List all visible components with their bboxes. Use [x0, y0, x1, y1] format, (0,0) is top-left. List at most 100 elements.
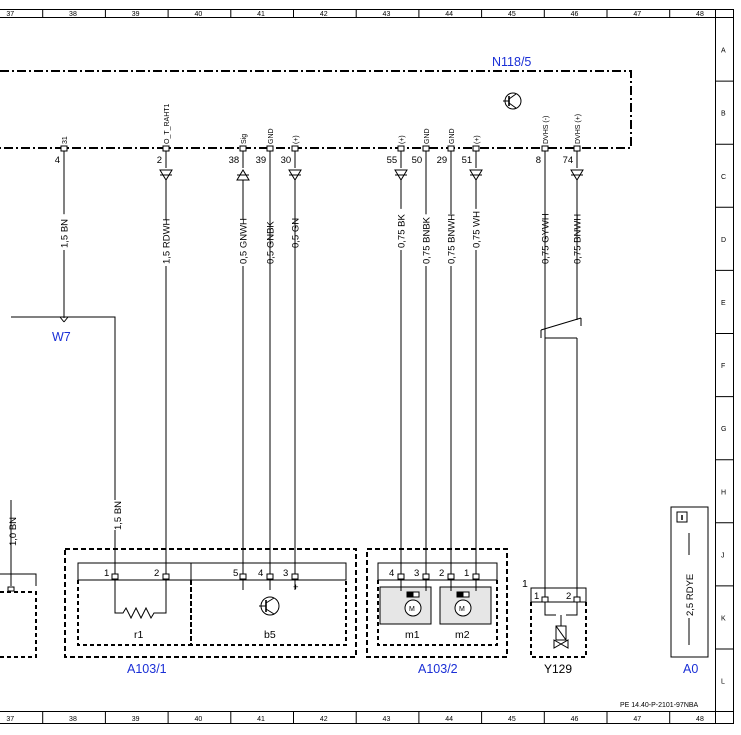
pin-terminal	[397, 145, 405, 152]
pin-number: 51	[462, 155, 473, 166]
row-label: E	[721, 300, 726, 307]
pin-number: 38	[229, 155, 240, 166]
pin-2: 2 O_T_RAHT1 1,5 RDWH	[157, 103, 173, 574]
a103-2-pin1-label: 1	[464, 568, 469, 579]
r1-label: r1	[134, 629, 143, 641]
row-label: L	[721, 679, 725, 686]
pin-terminal	[291, 145, 299, 152]
wire-label: 0,75 BNWH	[573, 214, 584, 264]
pin-signal-label: GND	[268, 128, 275, 144]
pin-number: 30	[281, 155, 292, 166]
wire-label-bg	[161, 219, 171, 266]
y129-pin2-label: 2	[566, 591, 571, 602]
pin-number: 8	[536, 155, 541, 166]
module-label-n118-5: N118/5	[492, 55, 531, 69]
a103-1-pin-4	[266, 573, 274, 580]
a103-2-module	[366, 548, 508, 658]
y129-ref-label: 1	[522, 578, 528, 590]
row-label: G	[721, 426, 726, 433]
wire-label: 1,5 BN	[60, 219, 71, 248]
pin-signal-label: DVHS (+)	[575, 114, 582, 144]
pin-number: 2	[157, 155, 162, 166]
wire-label-bg	[471, 208, 481, 250]
a0-wire-label: 2,5 RDYE	[685, 574, 696, 616]
y129-pin1-label: 1	[534, 591, 539, 602]
y129-pin-1	[541, 596, 549, 603]
wire-label: 1,5 RDWH	[162, 218, 173, 264]
module-label-a103-1: A103/1	[127, 662, 167, 676]
pin-signal-label: Sig	[241, 134, 248, 144]
wire-label: 0,75 BNWH	[447, 214, 458, 264]
a103-1-pin-3	[291, 573, 299, 580]
a103-2-pin-4	[397, 573, 405, 580]
transistor-symbol-n118	[503, 92, 522, 110]
pin-signal-label: (+)	[293, 135, 300, 144]
w7-label: W7	[52, 330, 71, 344]
connector-symbol	[394, 169, 408, 181]
row-label: K	[721, 615, 726, 622]
column-label-bottom: 46	[571, 716, 579, 723]
a103-2-pin-3	[422, 573, 430, 580]
module-label-a103-2: A103/2	[418, 662, 458, 676]
column-label-bottom: 38	[69, 716, 77, 723]
wire-label: 0,75 WH	[472, 211, 483, 248]
column-label-bottom: 41	[257, 716, 265, 723]
left-partial-component	[0, 573, 37, 658]
wire-label-left-partial: 1,0 BN	[8, 517, 19, 546]
svg-text:M: M	[409, 606, 415, 613]
pin-55: 55(+)0,75 BK	[387, 135, 408, 574]
connector-symbol	[159, 169, 173, 181]
column-label-top: 46	[571, 11, 579, 18]
wire-label-bg	[238, 219, 248, 266]
column-label-bottom: 48	[696, 716, 704, 723]
a103-1-pin-1	[111, 573, 119, 580]
pin-signal-label: 31	[62, 136, 69, 144]
column-label-bottom: 40	[194, 716, 202, 723]
a103-1-pin5-label: 5	[233, 568, 238, 579]
pin-number: 55	[387, 155, 398, 166]
row-label: C	[721, 174, 726, 181]
connector-symbol	[288, 169, 302, 181]
b5-sensor	[242, 180, 296, 616]
pin-terminal	[573, 145, 581, 152]
row-label: B	[721, 111, 726, 118]
pin-signal-label: O_T_RAHT1	[164, 103, 171, 144]
a103-1-pin3-sign: +	[293, 582, 299, 593]
pin-number: 50	[412, 155, 423, 166]
wire-label: 0,75 GYWH	[541, 213, 552, 264]
b5-label: b5	[264, 629, 276, 641]
connector-symbol	[570, 169, 584, 181]
m2-motor: M	[450, 580, 477, 617]
column-label-top: 42	[320, 11, 328, 18]
a103-1-pin3-label: 3	[283, 568, 288, 579]
a0-ground-strap	[670, 506, 709, 658]
column-label-top: 40	[194, 11, 202, 18]
a103-1-pin-5	[239, 573, 247, 580]
column-label-bottom: 45	[508, 716, 516, 723]
pin-51: 51(+)0,75 WH	[462, 135, 483, 574]
a103-1-pin1-label: 1	[104, 568, 109, 579]
a103-2-pin3-label: 3	[414, 568, 419, 579]
w7-ground-junction	[10, 316, 116, 586]
column-label-top: 43	[383, 11, 391, 18]
a103-1-module	[64, 548, 357, 658]
wire-label-bg	[59, 214, 69, 250]
column-label-top: 47	[633, 11, 641, 18]
pin-terminal	[541, 145, 549, 152]
column-label-top: 39	[132, 11, 140, 18]
pin-signal-label: GND	[424, 128, 431, 144]
pin-terminal	[266, 145, 274, 152]
pin-signal-label: GND	[449, 128, 456, 144]
drawing-frame	[0, 9, 734, 724]
row-label: J	[721, 552, 725, 559]
m1-motor: M	[400, 580, 427, 617]
a103-1-pin2-label: 2	[154, 568, 159, 579]
column-label-top: 37	[6, 11, 14, 18]
